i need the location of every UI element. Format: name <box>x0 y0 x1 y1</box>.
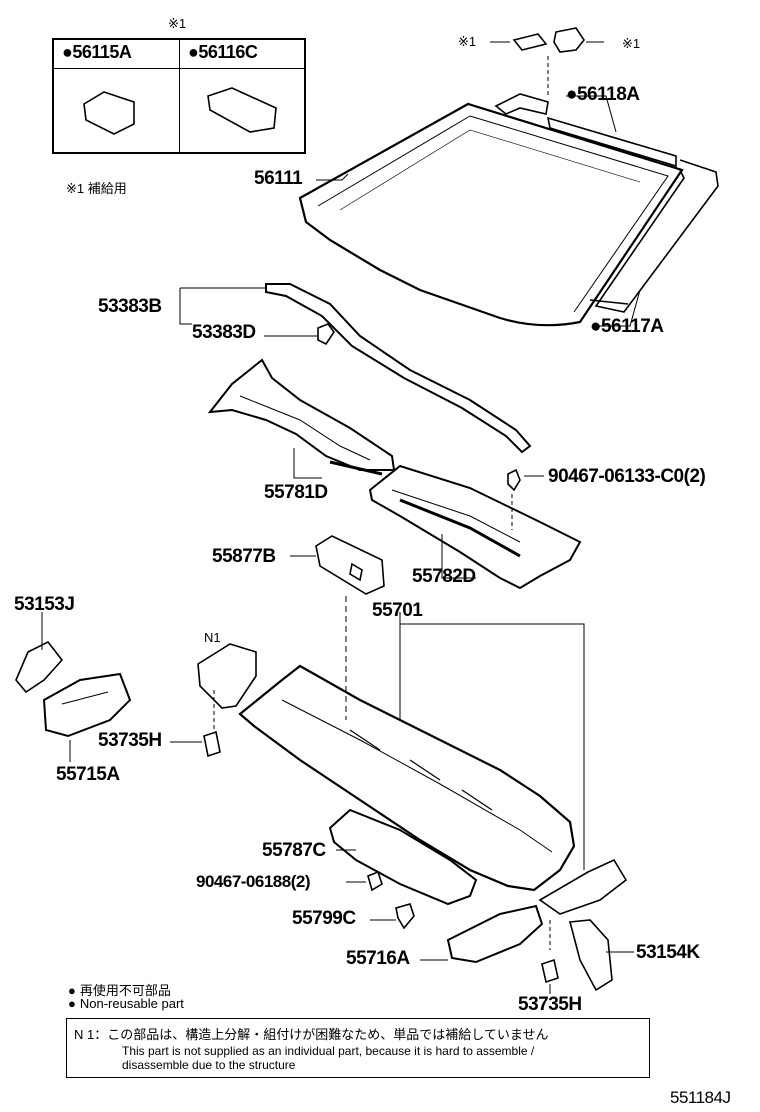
callout-53735H-left: 53735H <box>98 730 162 751</box>
legend-en: Non-reusable part <box>68 996 184 1011</box>
block-53735H-right-drawing <box>541 958 559 984</box>
clip-parts-top <box>490 27 604 98</box>
moulding-upper-drawing <box>494 93 719 313</box>
seal-55877B-drawing <box>290 535 385 720</box>
callout-55787C: 55787C <box>262 840 326 861</box>
right-bracket-drawing <box>538 858 628 915</box>
block-53735H-left-drawing <box>203 730 221 758</box>
windshield-glass-drawing <box>298 102 684 327</box>
callout-55782D: 55782D <box>412 566 476 587</box>
cowl-louver-left-drawing <box>207 358 396 479</box>
inset-part-sketches <box>83 87 277 135</box>
callout-53383D: 53383D <box>192 322 256 343</box>
callout-56111: 56111 <box>254 168 303 189</box>
callout-55701: 55701 <box>372 600 423 621</box>
part-55799C-drawing <box>395 903 415 930</box>
bracket-53154K-drawing <box>568 919 634 992</box>
callout-53153J: 53153J <box>14 594 75 615</box>
inset-box <box>52 38 306 154</box>
note-box <box>66 1018 650 1078</box>
callout-90467-06188: 90467-06188(2) <box>196 872 310 891</box>
panel-55716A-drawing <box>420 904 551 964</box>
weatherstrip-drawing <box>179 283 532 454</box>
callout-53383B: 53383B <box>98 296 162 317</box>
bracket-53153J-drawing <box>15 612 64 694</box>
inset-header-mark: ※1 <box>168 16 187 31</box>
panel-55787C-drawing <box>328 808 478 906</box>
cowl-panel-drawing <box>238 612 585 892</box>
note-en-line1: This part is not supplied as an individu… <box>122 1044 535 1058</box>
callout-55781D: 55781D <box>264 482 328 503</box>
note-en-line2: disassemble due to the structure <box>122 1058 296 1072</box>
diagram-id: 551184J <box>670 1088 731 1107</box>
callout-53154K: 53154K <box>636 942 700 963</box>
callout-55715A: 55715A <box>56 764 120 785</box>
supply-note: ※1 補給用 <box>66 181 127 196</box>
callout-mark-right: ※1 <box>622 36 641 51</box>
n1-bracket-drawing <box>197 643 257 730</box>
callout-55877B: 55877B <box>212 546 276 567</box>
callout-56117A: ●56117A <box>590 316 664 337</box>
cowl-louver-right-drawing <box>368 464 582 590</box>
callout-55716A: 55716A <box>346 948 410 969</box>
callout-56118A: ●56118A <box>566 84 640 105</box>
clip-06133-drawing <box>507 468 521 492</box>
note-jp: N 1：この部品は、構造上分解・組付けが困難なため、単品では補給していません <box>74 1027 549 1042</box>
inset-part-56115A: ●56115A <box>62 42 132 62</box>
inset-divider <box>179 40 180 152</box>
panel-55715A-drawing <box>42 672 132 762</box>
inset-part-56116C: ●56116C <box>188 42 258 62</box>
legend-jp-text: 再使用不可部品 <box>79 983 171 998</box>
legend-en-text: Non-reusable part <box>79 996 184 1011</box>
callout-53735H-right: 53735H <box>518 994 582 1015</box>
callout-90467-06133: 90467-06133-C0(2) <box>548 466 706 487</box>
callout-55799C: 55799C <box>292 908 356 929</box>
callout-n1: N1 <box>204 630 221 645</box>
callout-mark-left: ※1 <box>458 34 477 49</box>
legend-jp: 再使用不可部品 <box>68 980 171 999</box>
clip-06188-drawing <box>367 870 383 892</box>
